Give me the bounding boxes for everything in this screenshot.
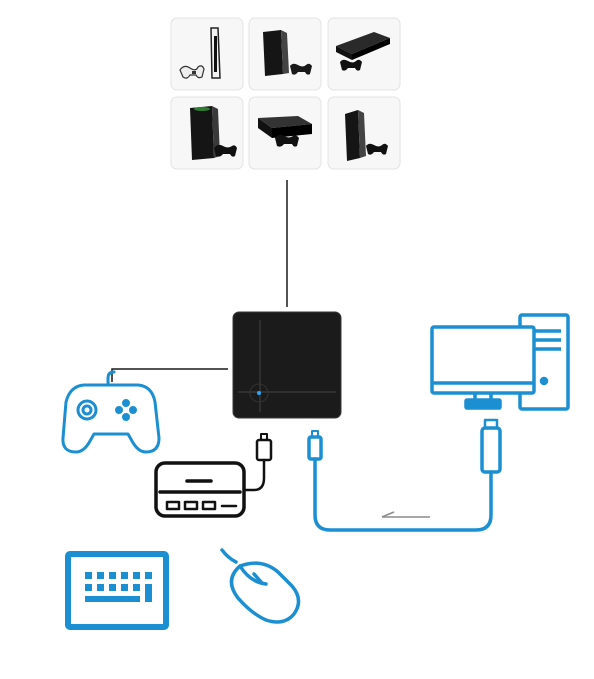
ps3-icon <box>327 17 401 91</box>
xbox-360-icon <box>327 96 401 170</box>
gamepad-link-line <box>111 368 228 382</box>
direction-arrow-icon <box>381 511 430 518</box>
ps5-icon <box>170 17 244 91</box>
xbox-one-icon <box>248 96 322 170</box>
desktop-computer-icon <box>430 313 570 411</box>
usb-cable-icon <box>307 418 502 532</box>
xbox-series-x-icon <box>170 96 244 170</box>
mouse-icon <box>220 548 301 624</box>
keyboard-icon <box>65 551 169 630</box>
ps4-icon <box>248 17 322 91</box>
converter-box-icon <box>232 311 342 419</box>
console-grid <box>170 17 401 170</box>
usb-hub-icon <box>154 433 273 518</box>
gamepad-icon <box>61 370 161 454</box>
